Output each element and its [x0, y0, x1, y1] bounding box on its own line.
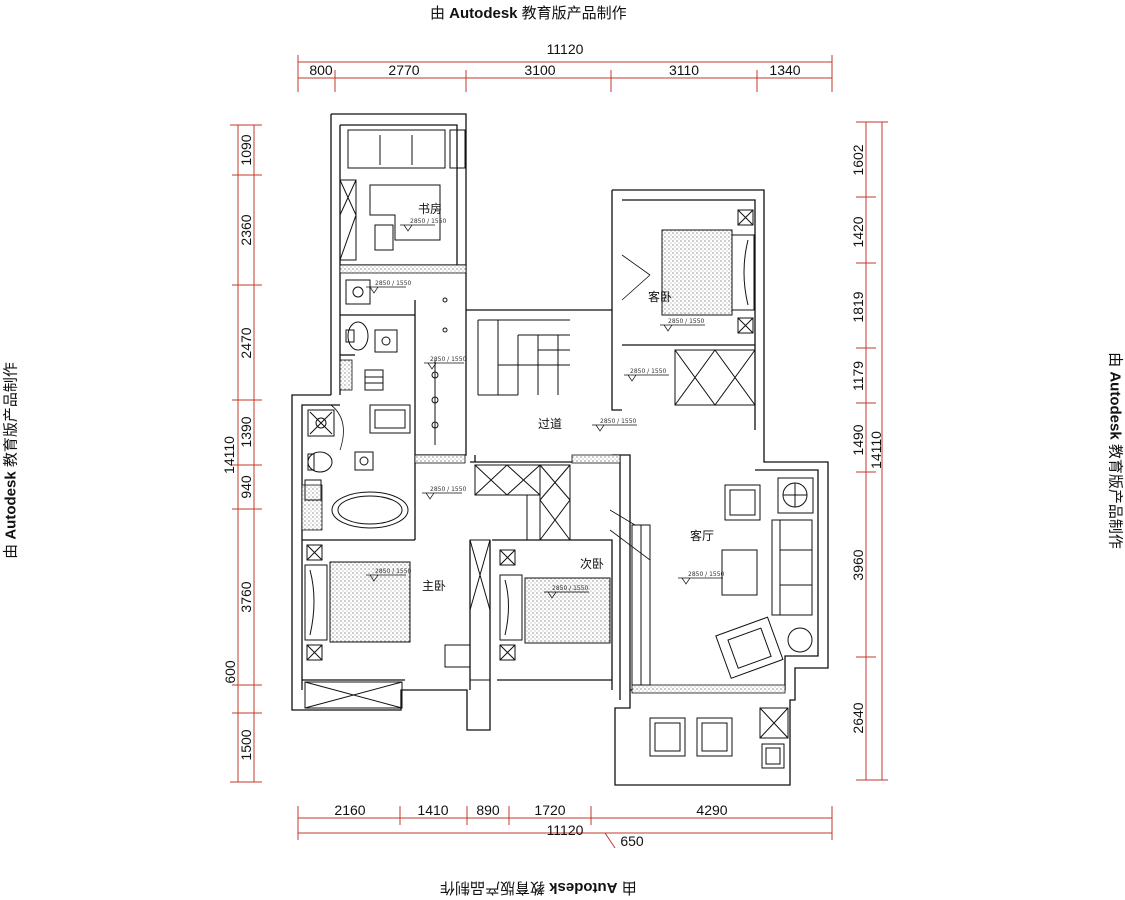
- bottom-dimensions: 2160 1410 890 1720 4290 11120 650: [334, 802, 727, 849]
- room-label-corridor: 过道: [538, 417, 562, 431]
- level-marker: 2850 / 1550: [366, 568, 412, 582]
- room-label-second-bedroom: 次卧: [580, 557, 604, 571]
- level-marker: 2850 / 1550: [624, 368, 669, 382]
- dim-top-1: 800: [309, 62, 333, 78]
- svg-text:2850 / 1550: 2850 / 1550: [430, 356, 467, 363]
- svg-text:2850 / 1550: 2850 / 1550: [410, 218, 447, 225]
- dim-left-3: 2470: [238, 327, 254, 358]
- dim-right-6: 3960: [850, 549, 866, 580]
- dim-total-top: 11120: [547, 41, 584, 57]
- dim-right-7: 2640: [850, 702, 866, 733]
- svg-text:2850 / 1550: 2850 / 1550: [688, 571, 725, 578]
- svg-text:2850 / 1550: 2850 / 1550: [552, 585, 589, 592]
- top-dimensions: 11120 800 2770 3100 3110 1340: [309, 41, 800, 78]
- dim-top-5: 1340: [769, 62, 800, 78]
- dim-bottom-2: 1410: [417, 802, 448, 818]
- dim-top-4: 3110: [669, 62, 699, 78]
- svg-text:2850 / 1550: 2850 / 1550: [375, 280, 412, 287]
- level-marker: 2850 / 1550: [678, 571, 725, 585]
- left-dimensions: 1090 2360 2470 1390 940 3760 600 1500 14…: [221, 134, 254, 760]
- room-label-guest-bedroom: 客卧: [648, 289, 672, 304]
- level-marker: 2850 / 1550: [424, 356, 467, 370]
- dim-right-5: 1490: [850, 424, 866, 455]
- level-marker: 2850 / 1550: [400, 218, 447, 232]
- svg-text:2850 / 1550: 2850 / 1550: [668, 318, 705, 325]
- room-label-living-room: 客厅: [690, 528, 714, 543]
- svg-text:2850 / 1550: 2850 / 1550: [630, 368, 667, 375]
- level-marker: 2850 / 1550: [366, 280, 412, 294]
- room-label-master-bedroom: 主卧: [422, 579, 446, 593]
- dim-total-bottom: 11120: [547, 822, 584, 838]
- level-marker: 2850 / 1550: [660, 318, 705, 332]
- dim-bottom-extra: 650: [620, 833, 644, 849]
- door-swings: [330, 254, 651, 561]
- svg-text:2850 / 1550: 2850 / 1550: [430, 486, 467, 493]
- dim-left-4: 1390: [238, 416, 254, 447]
- level-marker: 2850 / 1550: [544, 585, 589, 599]
- dimension-lines: [230, 55, 888, 849]
- dim-total-left: 14110: [221, 436, 237, 474]
- watermark-top: 由 Autodesk 教育版产品制作: [430, 5, 627, 22]
- dim-left-2: 2360: [238, 214, 254, 245]
- level-markers: 2850 / 1550 2850 / 1550 2850 / 1550 2850…: [366, 218, 725, 599]
- dim-bottom-1: 2160: [334, 802, 365, 818]
- dim-right-1: 1602: [850, 144, 866, 175]
- right-dimensions: 1602 1420 1819 1179 1490 3960 2640 14110: [850, 144, 884, 733]
- dim-top-2: 2770: [388, 62, 419, 78]
- dim-bottom-4: 1720: [534, 802, 565, 818]
- dim-total-right: 14110: [868, 431, 884, 469]
- room-labels: 书房 客卧 过道 客厅 主卧 次卧: [418, 201, 714, 593]
- dim-left-7: 600: [222, 660, 238, 684]
- furniture: [304, 129, 814, 769]
- walls: [291, 113, 829, 786]
- dim-right-4: 1179: [850, 361, 866, 391]
- level-marker: 2850 / 1550: [592, 418, 637, 432]
- dim-left-8: 1500: [238, 729, 254, 760]
- hatched-walls: [301, 264, 786, 694]
- dim-bottom-3: 890: [476, 802, 500, 818]
- dim-top-3: 3100: [524, 62, 555, 78]
- dim-left-1: 1090: [238, 134, 254, 165]
- dim-right-3: 1819: [850, 291, 866, 322]
- dim-bottom-5: 4290: [696, 802, 727, 818]
- dim-left-5: 940: [238, 475, 254, 499]
- dim-left-6: 3760: [238, 581, 254, 612]
- level-marker: 2850 / 1550: [422, 486, 467, 500]
- dim-right-2: 1420: [850, 216, 866, 247]
- room-label-study: 书房: [418, 201, 442, 216]
- svg-text:2850 / 1550: 2850 / 1550: [600, 418, 637, 425]
- svg-text:2850 / 1550: 2850 / 1550: [375, 568, 412, 575]
